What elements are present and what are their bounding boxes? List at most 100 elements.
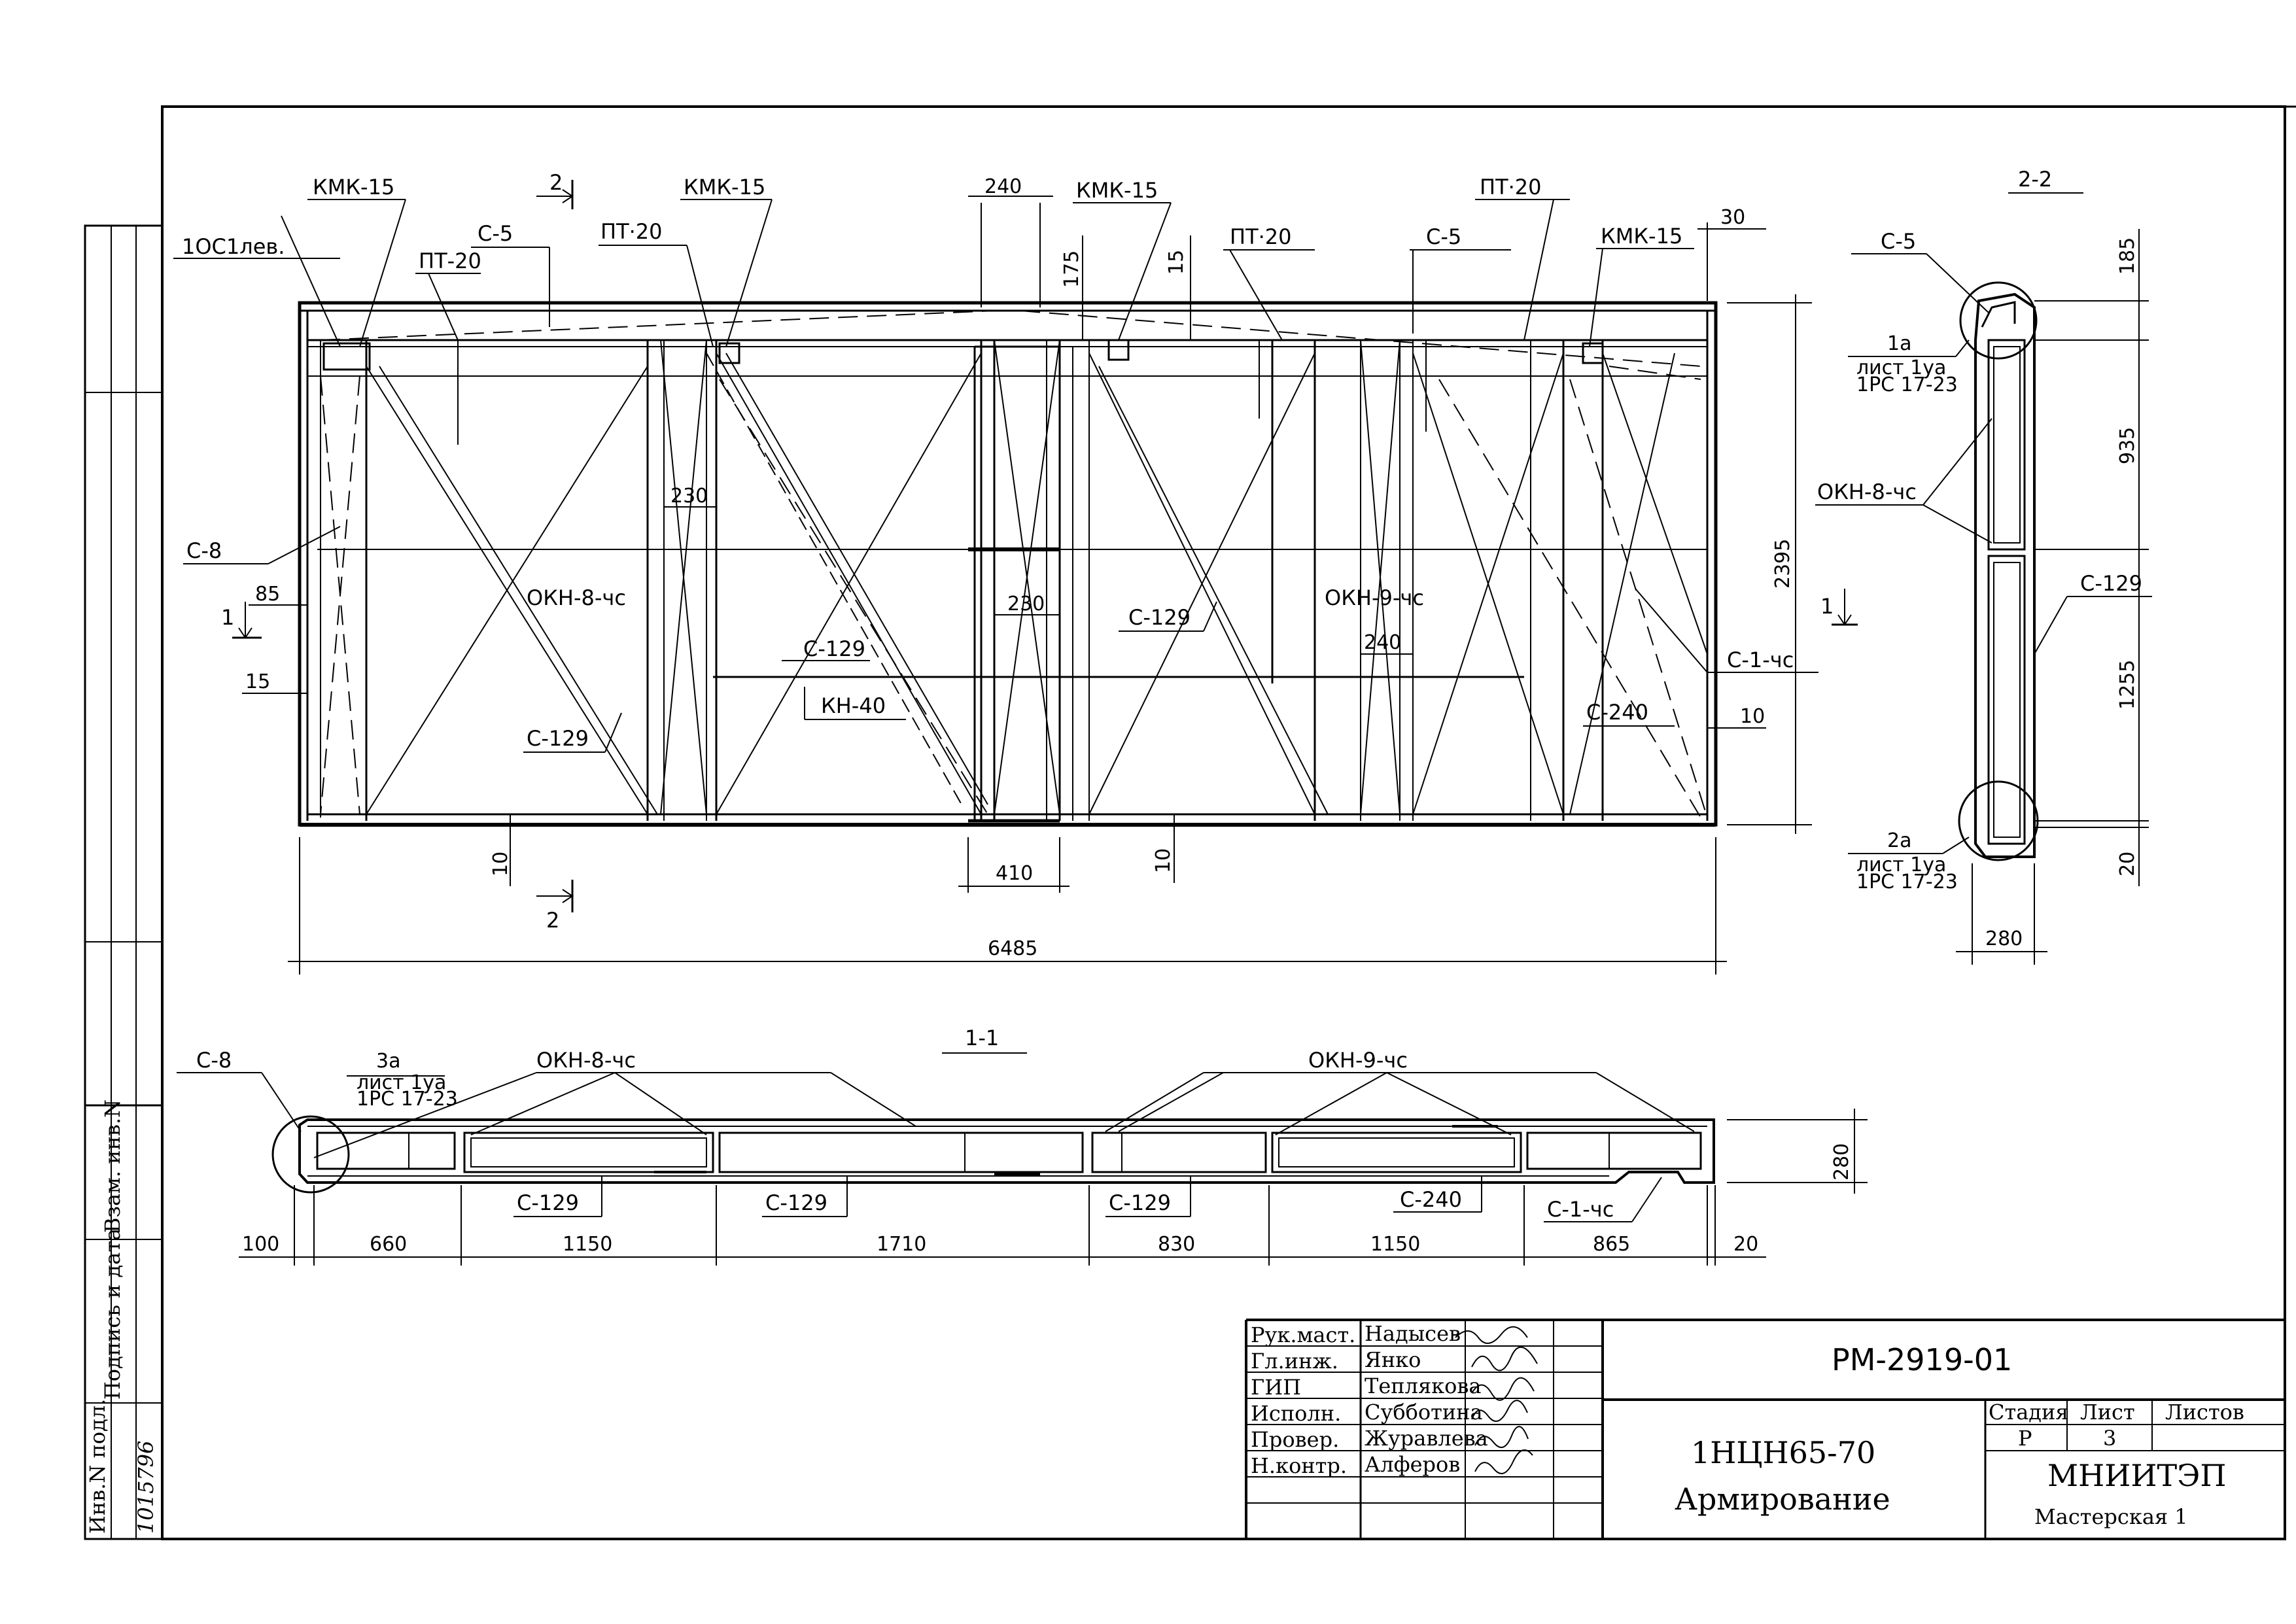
section-1-1-title: 1-1: [965, 1026, 999, 1050]
tb-role-1: Гл.инж.: [1251, 1349, 1338, 1373]
tb-org: МНИИТЭП: [2047, 1458, 2226, 1493]
stamp-inv: Инв.N подл.: [85, 1399, 110, 1534]
dim-30: 30: [1720, 206, 1745, 229]
section-2-2-title: 2-2: [2018, 167, 2052, 192]
s22-c129: С-129: [2080, 571, 2142, 596]
tb-name-1: Янко: [1365, 1347, 1421, 1372]
dim-10-right: 10: [1740, 705, 1765, 728]
s22-dim-280: 280: [1985, 927, 2023, 950]
section-1-left: 1: [221, 605, 234, 630]
dim-10-a: 10: [489, 852, 512, 876]
s22-dim-185: 185: [2116, 237, 2139, 275]
dim-410: 410: [996, 862, 1033, 885]
tb-stage: Р: [2018, 1426, 2032, 1451]
label-c5-right: С-5: [1426, 224, 1461, 249]
s22-note1a-ref: 1РС 17-23: [1856, 373, 1958, 396]
s22-note1a: 1а: [1887, 332, 1911, 355]
s11-c240: С-240: [1400, 1187, 1462, 1212]
s22-section1: 1: [1820, 594, 1834, 619]
label-c129-a: С-129: [803, 636, 865, 661]
tb-name-4: Журавлева: [1365, 1426, 1488, 1451]
tb-name-5: Алферов: [1365, 1452, 1460, 1477]
section-2-bottom: 2: [546, 908, 559, 933]
label-pt20-left: ПТ-20: [419, 249, 481, 273]
s11-c129-c: С-129: [1109, 1190, 1171, 1215]
dim-85: 85: [255, 583, 280, 606]
s11-dim-1150-a: 1150: [563, 1233, 612, 1256]
tb-stage-header: Стадия: [1989, 1400, 2068, 1425]
dim-230-b: 230: [1007, 593, 1045, 615]
s22-c5: С-5: [1881, 229, 1916, 254]
section-2-2: 2-2 С-5 1а лист 1уа 1РС 17-23 ОКН-8-чс С…: [1815, 167, 2152, 965]
label-c129-c: С-129: [527, 726, 589, 751]
title-block: Рук.маст. Гл.инж. ГИП Исполн. Провер. Н.…: [1245, 1319, 2285, 1539]
label-c5-left: С-5: [478, 221, 513, 246]
tb-name-line1: 1НЦН65-70: [1691, 1435, 1875, 1470]
label-kmk-center: КМК-15: [1076, 178, 1158, 203]
s11-c1: С-1-чс: [1547, 1197, 1614, 1222]
section-2-top: 2: [549, 170, 563, 195]
s22-okn: ОКН-8-чс: [1817, 479, 1917, 504]
s22-note1a-sheet: лист 1уа: [1856, 356, 1946, 379]
s11-note3a-ref: 1РС 17-23: [357, 1088, 458, 1111]
tb-sheet: 3: [2103, 1426, 2116, 1451]
dim-6485: 6485: [988, 937, 1037, 960]
s11-c129-a: С-129: [517, 1190, 579, 1215]
dim-175: 175: [1060, 251, 1083, 288]
label-c129-b: С-129: [1128, 605, 1191, 630]
dim-2395: 2395: [1771, 539, 1794, 589]
s11-note3a-sheet: лист 1уа: [357, 1071, 446, 1094]
main-view: 1ОС1лев. КМК-15 ПТ-20 С-5 ПТ·20 КМК-15 К…: [173, 170, 1818, 975]
s22-note2a-sheet: лист 1уа: [1856, 854, 1946, 876]
label-pt20-right: ПТ·20: [1480, 175, 1542, 199]
dim-230-a: 230: [670, 485, 708, 508]
label-pt20-mid: ПТ·20: [600, 219, 663, 244]
s11-dim-660: 660: [370, 1233, 407, 1256]
s22-dim-1255: 1255: [2116, 660, 2139, 710]
stamp-number: 1015796: [133, 1440, 158, 1534]
stamp-vzam: Взам. инв.N: [100, 1099, 125, 1233]
s11-c129-b: С-129: [765, 1190, 827, 1215]
s11-okn9: ОКН-9-чс: [1308, 1048, 1408, 1073]
dim-10-b: 10: [1152, 848, 1175, 873]
dim-15-left: 15: [245, 670, 270, 693]
label-okn9: ОКН-9-чс: [1325, 585, 1424, 610]
tb-role-0: Рук.маст.: [1251, 1322, 1355, 1347]
tb-role-2: ГИП: [1251, 1375, 1301, 1400]
stamp-sign: Подпись и дата: [100, 1228, 125, 1400]
s11-okn8: ОКН-8-чс: [536, 1048, 636, 1073]
dim-240-top: 240: [984, 175, 1022, 198]
signature-marks: [1455, 1326, 1538, 1474]
dim-15-top: 15: [1165, 250, 1188, 275]
panel-outline: [298, 301, 1718, 827]
s22-dim-20: 20: [2116, 852, 2139, 876]
tb-name-3: Субботина: [1365, 1400, 1483, 1425]
s11-dim-280: 280: [1830, 1143, 1853, 1181]
tb-sheet-header: Лист: [2080, 1400, 2135, 1425]
label-kmk-left: КМК-15: [313, 175, 394, 199]
label-kh40: КН-40: [821, 693, 886, 718]
s22-note2a: 2а: [1887, 829, 1911, 852]
tb-dept: Мастерская 1: [2034, 1504, 2188, 1529]
label-c8: С-8: [186, 538, 222, 563]
side-stamp: Взам. инв.N Подпись и дата Инв.N подл. 1…: [84, 224, 164, 1540]
label-kmk-right: КМК-15: [1601, 224, 1682, 249]
tb-name-line2: Армирование: [1675, 1481, 1890, 1517]
label-c1: С-1-чс: [1727, 648, 1794, 672]
tb-sheets-header: Листов: [2165, 1400, 2244, 1425]
s11-c8: С-8: [196, 1048, 232, 1073]
tb-role-3: Исполн.: [1251, 1401, 1341, 1426]
s11-dim-830: 830: [1158, 1233, 1195, 1256]
s11-dim-865: 865: [1593, 1233, 1630, 1256]
s11-dim-100: 100: [242, 1233, 279, 1256]
label-pt20-center: ПТ·20: [1230, 224, 1292, 249]
tb-name-0: Надысев: [1365, 1321, 1461, 1346]
s11-dim-20: 20: [1733, 1233, 1758, 1256]
tb-role-4: Провер.: [1251, 1427, 1339, 1452]
s22-dim-935: 935: [2116, 427, 2139, 464]
s11-dim-1150-b: 1150: [1370, 1233, 1420, 1256]
s11-dim-1710: 1710: [877, 1233, 926, 1256]
label-okn8: ОКН-8-чс: [527, 585, 626, 610]
label-osl: 1ОС1лев.: [182, 234, 285, 259]
